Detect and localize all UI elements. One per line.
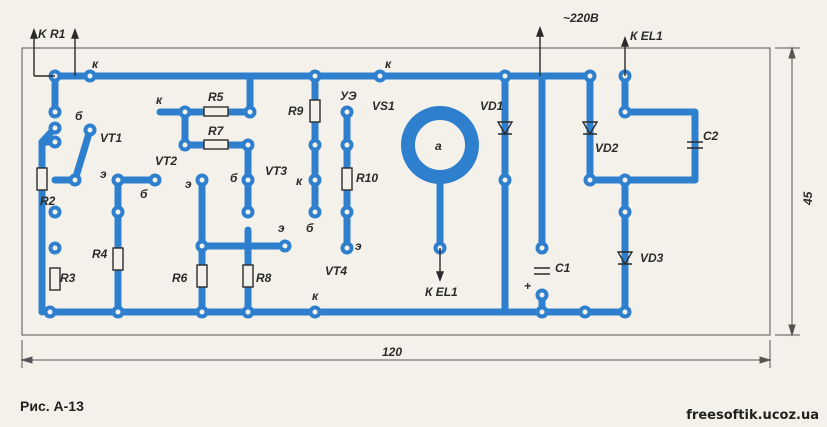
solder-pads: [43, 69, 632, 319]
dimension-width-label: 120: [382, 345, 402, 359]
label-vt3: VT3: [265, 164, 287, 178]
label-ue: УЭ: [340, 89, 357, 103]
watermark: freesoftik.ucoz.ua: [686, 408, 819, 423]
diode-vd1: [496, 121, 514, 136]
label-k-vt4: к: [296, 174, 303, 188]
resistor-r3: [49, 267, 61, 291]
capacitor-c2: [687, 141, 703, 149]
label-vt2: VT2: [155, 154, 177, 168]
figure-caption: Рис. А-13: [20, 398, 84, 414]
dimension-height-label: 45: [801, 191, 815, 206]
label-b-vt3: б: [230, 171, 238, 185]
label-r2: R2: [40, 194, 56, 208]
label-b-vt4: б: [306, 221, 314, 235]
label-vs1: VS1: [372, 99, 395, 113]
label-e-vt2: э: [100, 167, 107, 181]
label-vt1: VT1: [100, 131, 122, 145]
label-k-top-left: к: [92, 57, 99, 71]
resistor-r2: [36, 167, 48, 191]
label-c1: C1: [555, 261, 571, 275]
label-vd2: VD2: [595, 141, 619, 155]
label-b-vt2: б: [140, 187, 148, 201]
dimension-height: [775, 46, 800, 337]
label-k-vt2: к: [156, 93, 163, 107]
label-r6: R6: [172, 271, 188, 285]
label-vt4: VT4: [325, 264, 347, 278]
label-r4: R4: [92, 247, 108, 261]
label-c2: C2: [703, 129, 719, 143]
label-c1-plus: +: [524, 279, 531, 293]
label-k-top-mid: к: [385, 57, 392, 71]
components: [36, 99, 703, 291]
label-e-vt3: э: [185, 177, 192, 191]
label-220v: ~220В: [563, 11, 599, 25]
resistor-r9: [309, 99, 321, 123]
label-vd1: VD1: [480, 99, 504, 113]
label-r9: R9: [288, 104, 304, 118]
resistor-r8: [242, 264, 254, 288]
label-vd3: VD3: [640, 251, 664, 265]
label-r8: R8: [256, 271, 272, 285]
label-a: а: [435, 139, 442, 153]
label-k-bottom: к: [312, 289, 319, 303]
label-e-mid: э: [278, 221, 285, 235]
label-r10: R10: [356, 171, 378, 185]
label-r3: R3: [60, 271, 76, 285]
capacitor-c1: [534, 267, 550, 275]
label-k-el1-top: К EL1: [630, 29, 663, 43]
label-r5: R5: [208, 90, 224, 104]
resistor-r6: [196, 264, 208, 288]
label-k-r1: K R1: [38, 27, 66, 41]
board-outline: [21, 47, 771, 336]
resistor-r4: [112, 247, 124, 271]
diode-vd3: [616, 251, 634, 266]
dimension-width: [20, 340, 772, 368]
label-b-vt1: б: [75, 109, 83, 123]
label-k-el1-bottom: К EL1: [425, 285, 458, 299]
label-r7: R7: [208, 124, 225, 138]
resistor-r5: [203, 106, 229, 117]
diode-vd2: [581, 121, 599, 136]
resistor-r10: [341, 167, 353, 191]
external-leads: [29, 26, 630, 282]
resistor-r7: [203, 139, 229, 150]
label-e-vt4: э: [355, 239, 362, 253]
